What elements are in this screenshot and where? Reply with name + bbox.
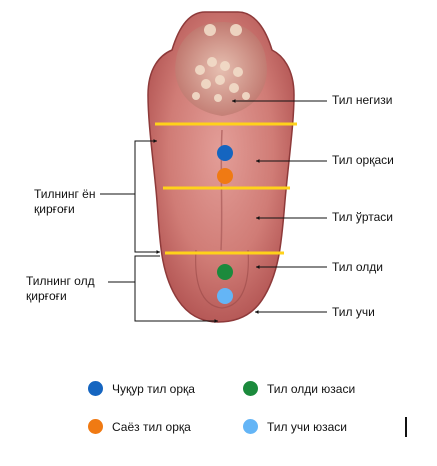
bracket-side-edge	[134, 140, 158, 253]
leader-root-arrowhead	[232, 99, 236, 103]
legend-dot-green	[243, 381, 258, 396]
legend-label: Саёз тил орқа	[112, 419, 191, 434]
label-tip: Тил учи	[332, 305, 375, 319]
label-front-edge-line1: Тилнинг олд	[26, 274, 95, 288]
bracket-side-edge-bottom-arrowhead	[156, 250, 160, 254]
legend-label: Чуқур тил орқа	[112, 381, 195, 396]
legend-item-front-surface: Тил олди юзаси	[243, 381, 355, 396]
legend-dot-light-blue	[243, 419, 258, 434]
papillae	[192, 24, 250, 102]
dot-tip-surface	[217, 288, 233, 304]
legend-item-shallow-back: Саёз тил орқа	[88, 419, 191, 434]
label-middle: Тил ўртаси	[332, 210, 393, 224]
legend-label: Тил учи юзаси	[267, 419, 348, 434]
bracket-front-edge-bottom-arrowhead	[214, 319, 218, 323]
leader-lines	[100, 99, 327, 323]
tip-outline	[195, 249, 249, 309]
leader-middle-arrowhead	[256, 216, 260, 220]
label-side-edge-line2: қирғоғи	[34, 202, 75, 216]
dot-shallow-back	[217, 168, 233, 184]
label-front-edge: Тилнинг олд қирғоғи	[26, 274, 95, 304]
leader-tip-arrowhead	[255, 310, 259, 314]
zone-lines	[155, 122, 297, 255]
dot-front-surface	[217, 264, 233, 280]
legend-label: Тил олди юзаси	[267, 381, 356, 396]
label-root: Тил негизи	[332, 93, 393, 107]
label-front: Тил олди	[332, 260, 383, 274]
leader-back-arrowhead	[256, 159, 260, 163]
label-back: Тил орқаси	[332, 153, 394, 167]
bracket-side-edge-top-arrowhead	[153, 139, 157, 143]
bracket-front-edge	[134, 255, 205, 322]
label-side-edge-line1: Тилнинг ён	[34, 187, 96, 201]
legend-dot-dark-blue	[88, 381, 103, 396]
legend-dot-orange	[88, 419, 103, 434]
median-furrow	[220, 129, 223, 251]
dot-deep-back	[217, 145, 233, 161]
legend-item-tip-surface: Тил учи юзаси	[243, 419, 347, 434]
label-side-edge: Тилнинг ён қирғоғи	[34, 187, 95, 217]
text-cursor-bar	[405, 417, 407, 437]
leader-front-arrowhead	[256, 265, 260, 269]
legend-item-deep-back: Чуқур тил орқа	[88, 381, 195, 396]
position-dots	[217, 145, 233, 304]
label-front-edge-line2: қирғоғи	[26, 289, 67, 303]
